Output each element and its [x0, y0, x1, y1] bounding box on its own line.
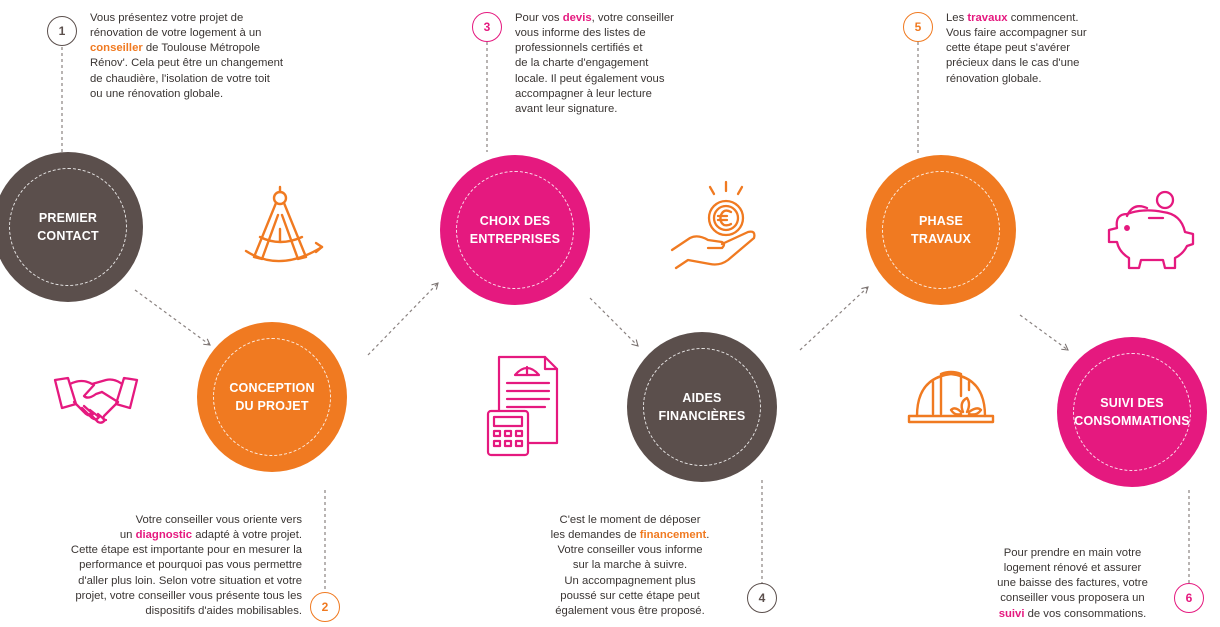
- step-6-title-line: CONSOMMATIONS: [1074, 414, 1190, 428]
- arrow-5-6: [1019, 314, 1069, 351]
- step-1-title: PREMIER CONTACT: [13, 209, 123, 245]
- step-5-number-badge: 5: [903, 12, 933, 42]
- highlight-keyword: travaux: [967, 12, 1008, 24]
- step-2-circle: CONCEPTION DU PROJET: [197, 322, 347, 472]
- step-2-title-line: CONCEPTION: [229, 380, 315, 395]
- step-3-title-line: ENTREPRISES: [469, 232, 561, 246]
- step-1-circle: PREMIER CONTACT: [0, 152, 143, 302]
- step-5-title-line: TRAVAUX: [911, 232, 971, 246]
- step-2-number-badge: 2: [310, 592, 340, 622]
- step-2-description: Votre conseiller vous oriente vers un di…: [70, 514, 302, 617]
- step-3-description: Pour vos devis, votre conseiller vous in…: [515, 12, 674, 115]
- step-6-description: Pour prendre en main votre logement réno…: [997, 547, 1148, 620]
- step-2-title-line: DU PROJET: [235, 399, 309, 413]
- step-5-description: Les travaux commencent. Vous faire accom…: [946, 12, 1087, 85]
- arrow-4-5: [799, 286, 869, 351]
- step-5-title-line: PHASE: [918, 213, 964, 228]
- highlight-keyword: devis: [562, 12, 592, 24]
- compass-icon: [244, 185, 324, 263]
- highlight-keyword: diagnostic: [135, 529, 193, 542]
- step-3-title: CHOIX DES ENTREPRISES: [460, 212, 570, 248]
- step-3-number-badge: 3: [472, 12, 502, 42]
- documents-calculator-icon: [486, 355, 559, 457]
- step-4-title: AIDES FINANCIÈRES: [647, 389, 757, 425]
- arrow-1-2: [134, 289, 211, 346]
- highlight-keyword: conseiller: [90, 42, 143, 55]
- step-5-title: PHASE TRAVAUX: [886, 212, 996, 248]
- step-5-circle: PHASE TRAVAUX: [866, 155, 1016, 305]
- step-4-description: C'est le moment de déposer les demandes …: [550, 514, 710, 617]
- arrow-2-3: [367, 282, 439, 356]
- step-6-title: SUIVI DES CONSOMMATIONS: [1070, 394, 1194, 430]
- step-4-number-badge: 4: [747, 583, 777, 613]
- step-2-title: CONCEPTION DU PROJET: [217, 379, 327, 415]
- step-1-number-badge: 1: [47, 16, 77, 46]
- step-4-title-line: AIDES: [682, 390, 722, 405]
- step-3-circle: CHOIX DES ENTREPRISES: [440, 155, 590, 305]
- step-4-title-line: FINANCIÈRES: [658, 409, 746, 423]
- arrow-3-4: [589, 297, 639, 347]
- highlight-keyword: suivi: [998, 607, 1025, 620]
- piggy-bank-icon: [1107, 190, 1195, 270]
- highlight-keyword: financement: [639, 529, 707, 542]
- step-1-description: Vous présentez votre projet de rénovatio…: [90, 12, 284, 100]
- step-1-title-line: CONTACT: [37, 229, 99, 243]
- step-6-title-line: SUIVI DES: [1100, 395, 1164, 410]
- step-1-title-line: PREMIER: [38, 210, 98, 225]
- step-6-circle: SUIVI DES CONSOMMATIONS: [1057, 337, 1207, 487]
- euro-coin-hand-icon: [670, 180, 756, 270]
- step-6-number-badge: 6: [1174, 583, 1204, 613]
- step-4-circle: AIDES FINANCIÈRES: [627, 332, 777, 482]
- hard-hat-icon: [907, 370, 995, 424]
- step-3-title-line: CHOIX DES: [479, 213, 551, 228]
- handshake-icon: [53, 376, 139, 424]
